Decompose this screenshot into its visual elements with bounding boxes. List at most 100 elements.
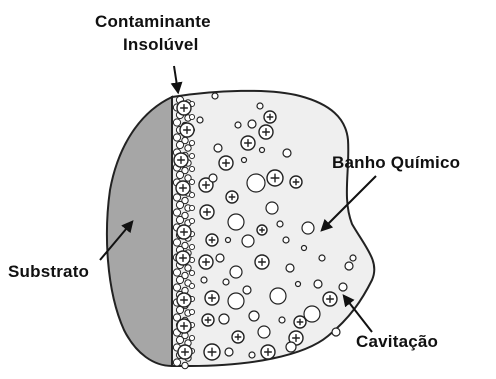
circle-icon — [249, 311, 259, 321]
contaminant-particle — [189, 309, 194, 314]
circle-plus-icon — [200, 205, 214, 219]
circle-plus-icon — [257, 225, 267, 235]
circle-icon — [228, 214, 244, 230]
circle-icon — [304, 306, 320, 322]
contaminant-particle — [189, 283, 194, 288]
circle-plus-icon — [199, 255, 213, 269]
circle-icon — [279, 317, 285, 323]
circle-icon — [339, 283, 347, 291]
contaminant-particle — [189, 179, 194, 184]
circle-plus-icon — [255, 255, 269, 269]
circle-icon — [226, 238, 231, 243]
contaminant-label-line2: Insolúvel — [95, 33, 211, 56]
circle-icon — [230, 266, 242, 278]
circle-icon — [209, 174, 217, 182]
circle-icon — [197, 117, 203, 123]
circle-plus-icon — [294, 316, 306, 328]
contaminant-particle — [189, 270, 194, 275]
circle-plus-icon — [264, 111, 276, 123]
circle-icon — [257, 103, 263, 109]
circle-plus-icon — [261, 345, 275, 359]
circle-icon — [270, 288, 286, 304]
circle-icon — [243, 286, 251, 294]
cavitation-label: Cavitação — [356, 332, 438, 352]
circle-icon — [350, 255, 356, 261]
circle-plus-icon — [177, 225, 191, 239]
circle-icon — [266, 202, 278, 214]
contaminant-arrow — [174, 66, 178, 92]
circle-icon — [235, 122, 241, 128]
circle-plus-icon — [180, 123, 194, 137]
circle-icon — [225, 348, 233, 356]
circle-icon — [314, 280, 322, 288]
circle-plus-icon — [267, 170, 283, 186]
circle-plus-icon — [202, 314, 214, 326]
circle-plus-icon — [205, 291, 219, 305]
circle-plus-icon — [176, 181, 190, 195]
chemical-bath-label: Banho Químico — [332, 153, 460, 173]
circle-plus-icon — [206, 234, 218, 246]
circle-plus-icon — [241, 136, 255, 150]
circle-icon — [242, 235, 254, 247]
circle-plus-icon — [177, 101, 191, 115]
circle-icon — [248, 120, 256, 128]
contaminant-particle — [189, 205, 194, 210]
circle-plus-icon — [178, 345, 192, 359]
circle-icon — [260, 148, 265, 153]
circle-icon — [286, 342, 296, 352]
circle-icon — [214, 144, 222, 152]
circle-icon — [201, 277, 207, 283]
substrate — [107, 97, 172, 366]
contaminant-particle — [173, 194, 180, 201]
circle-icon — [228, 293, 244, 309]
contaminant-particle — [173, 284, 180, 291]
circle-icon — [249, 352, 255, 358]
contaminant-particle — [189, 244, 194, 249]
contaminant-particle — [176, 141, 183, 148]
circle-icon — [247, 174, 265, 192]
contaminant-particle — [176, 276, 183, 283]
circle-icon — [332, 328, 340, 336]
contaminant-particle — [176, 171, 183, 178]
contaminant-particle — [173, 209, 180, 216]
contaminant-particle — [173, 239, 180, 246]
contaminant-particle — [189, 192, 194, 197]
contaminant-particle — [189, 140, 194, 145]
circle-plus-icon — [204, 344, 220, 360]
circle-icon — [296, 282, 301, 287]
contaminant-particle — [173, 119, 180, 126]
circle-plus-icon — [177, 293, 191, 307]
circle-icon — [223, 279, 229, 285]
circle-icon — [212, 93, 218, 99]
circle-icon — [283, 149, 291, 157]
circle-plus-icon — [174, 153, 188, 167]
circle-plus-icon — [232, 331, 244, 343]
contaminant-particle — [173, 359, 180, 366]
substrate-label: Substrato — [8, 262, 89, 282]
circle-plus-icon — [323, 292, 337, 306]
circle-icon — [219, 314, 229, 324]
contaminant-particle — [189, 166, 194, 171]
circle-plus-icon — [177, 319, 191, 333]
circle-icon — [345, 262, 353, 270]
circle-icon — [242, 158, 247, 163]
circle-icon — [216, 254, 224, 262]
circle-plus-icon — [259, 125, 273, 139]
contaminant-particle — [189, 218, 194, 223]
contaminant-particle — [176, 336, 183, 343]
circle-plus-icon — [226, 191, 238, 203]
circle-icon — [319, 255, 325, 261]
circle-plus-icon — [219, 156, 233, 170]
contaminant-particle — [173, 134, 180, 141]
circle-icon — [302, 246, 307, 251]
contaminant-particle — [176, 216, 183, 223]
contaminant-particle — [189, 114, 194, 119]
circle-icon — [302, 222, 314, 234]
contaminant-particle — [185, 265, 191, 271]
contaminant-particle — [176, 201, 183, 208]
circle-plus-icon — [176, 251, 190, 265]
contaminant-particle — [173, 269, 180, 276]
circle-icon — [286, 264, 294, 272]
circle-icon — [277, 221, 283, 227]
